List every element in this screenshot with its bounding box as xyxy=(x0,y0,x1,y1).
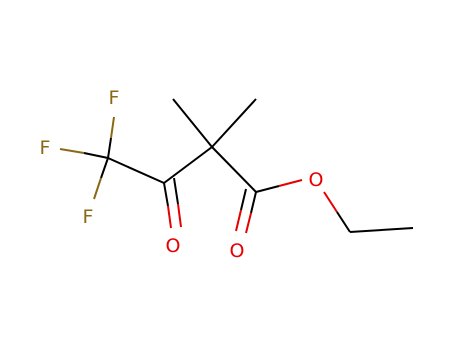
bond-segment xyxy=(173,177,179,205)
bond-segment xyxy=(177,203,182,228)
bond-segment xyxy=(107,137,112,159)
bond-segment xyxy=(211,146,257,193)
bond-segment xyxy=(240,188,247,211)
bond-segment xyxy=(107,157,165,184)
bond-segment xyxy=(211,98,257,148)
bond-segment xyxy=(255,185,280,193)
atom-label-o1: O xyxy=(166,235,181,257)
bond-layer xyxy=(59,98,414,234)
atom-label-o3: O xyxy=(309,169,324,191)
bond-segment xyxy=(110,116,115,139)
atom-label-f3: F xyxy=(83,206,94,228)
bond-segment xyxy=(349,227,414,233)
atom-label-layer: F F F O O O xyxy=(40,87,324,262)
bond-segment xyxy=(245,212,252,234)
bond-segment xyxy=(172,98,213,148)
bond-segment xyxy=(59,148,85,154)
atom-label-f2: F xyxy=(40,137,51,159)
bond-segment xyxy=(100,157,109,179)
bond-segment xyxy=(336,211,351,233)
bond-segment xyxy=(163,182,169,207)
atom-label-o2: O xyxy=(230,240,245,262)
bond-segment xyxy=(235,209,242,232)
bond-segment xyxy=(167,205,172,229)
bond-segment xyxy=(163,146,213,184)
bond-segment xyxy=(83,152,109,159)
bond-segment xyxy=(250,191,257,214)
bond-segment xyxy=(278,179,303,187)
bond-segment xyxy=(93,177,102,200)
atom-label-f1: F xyxy=(109,87,120,109)
bond-segment xyxy=(323,191,338,213)
